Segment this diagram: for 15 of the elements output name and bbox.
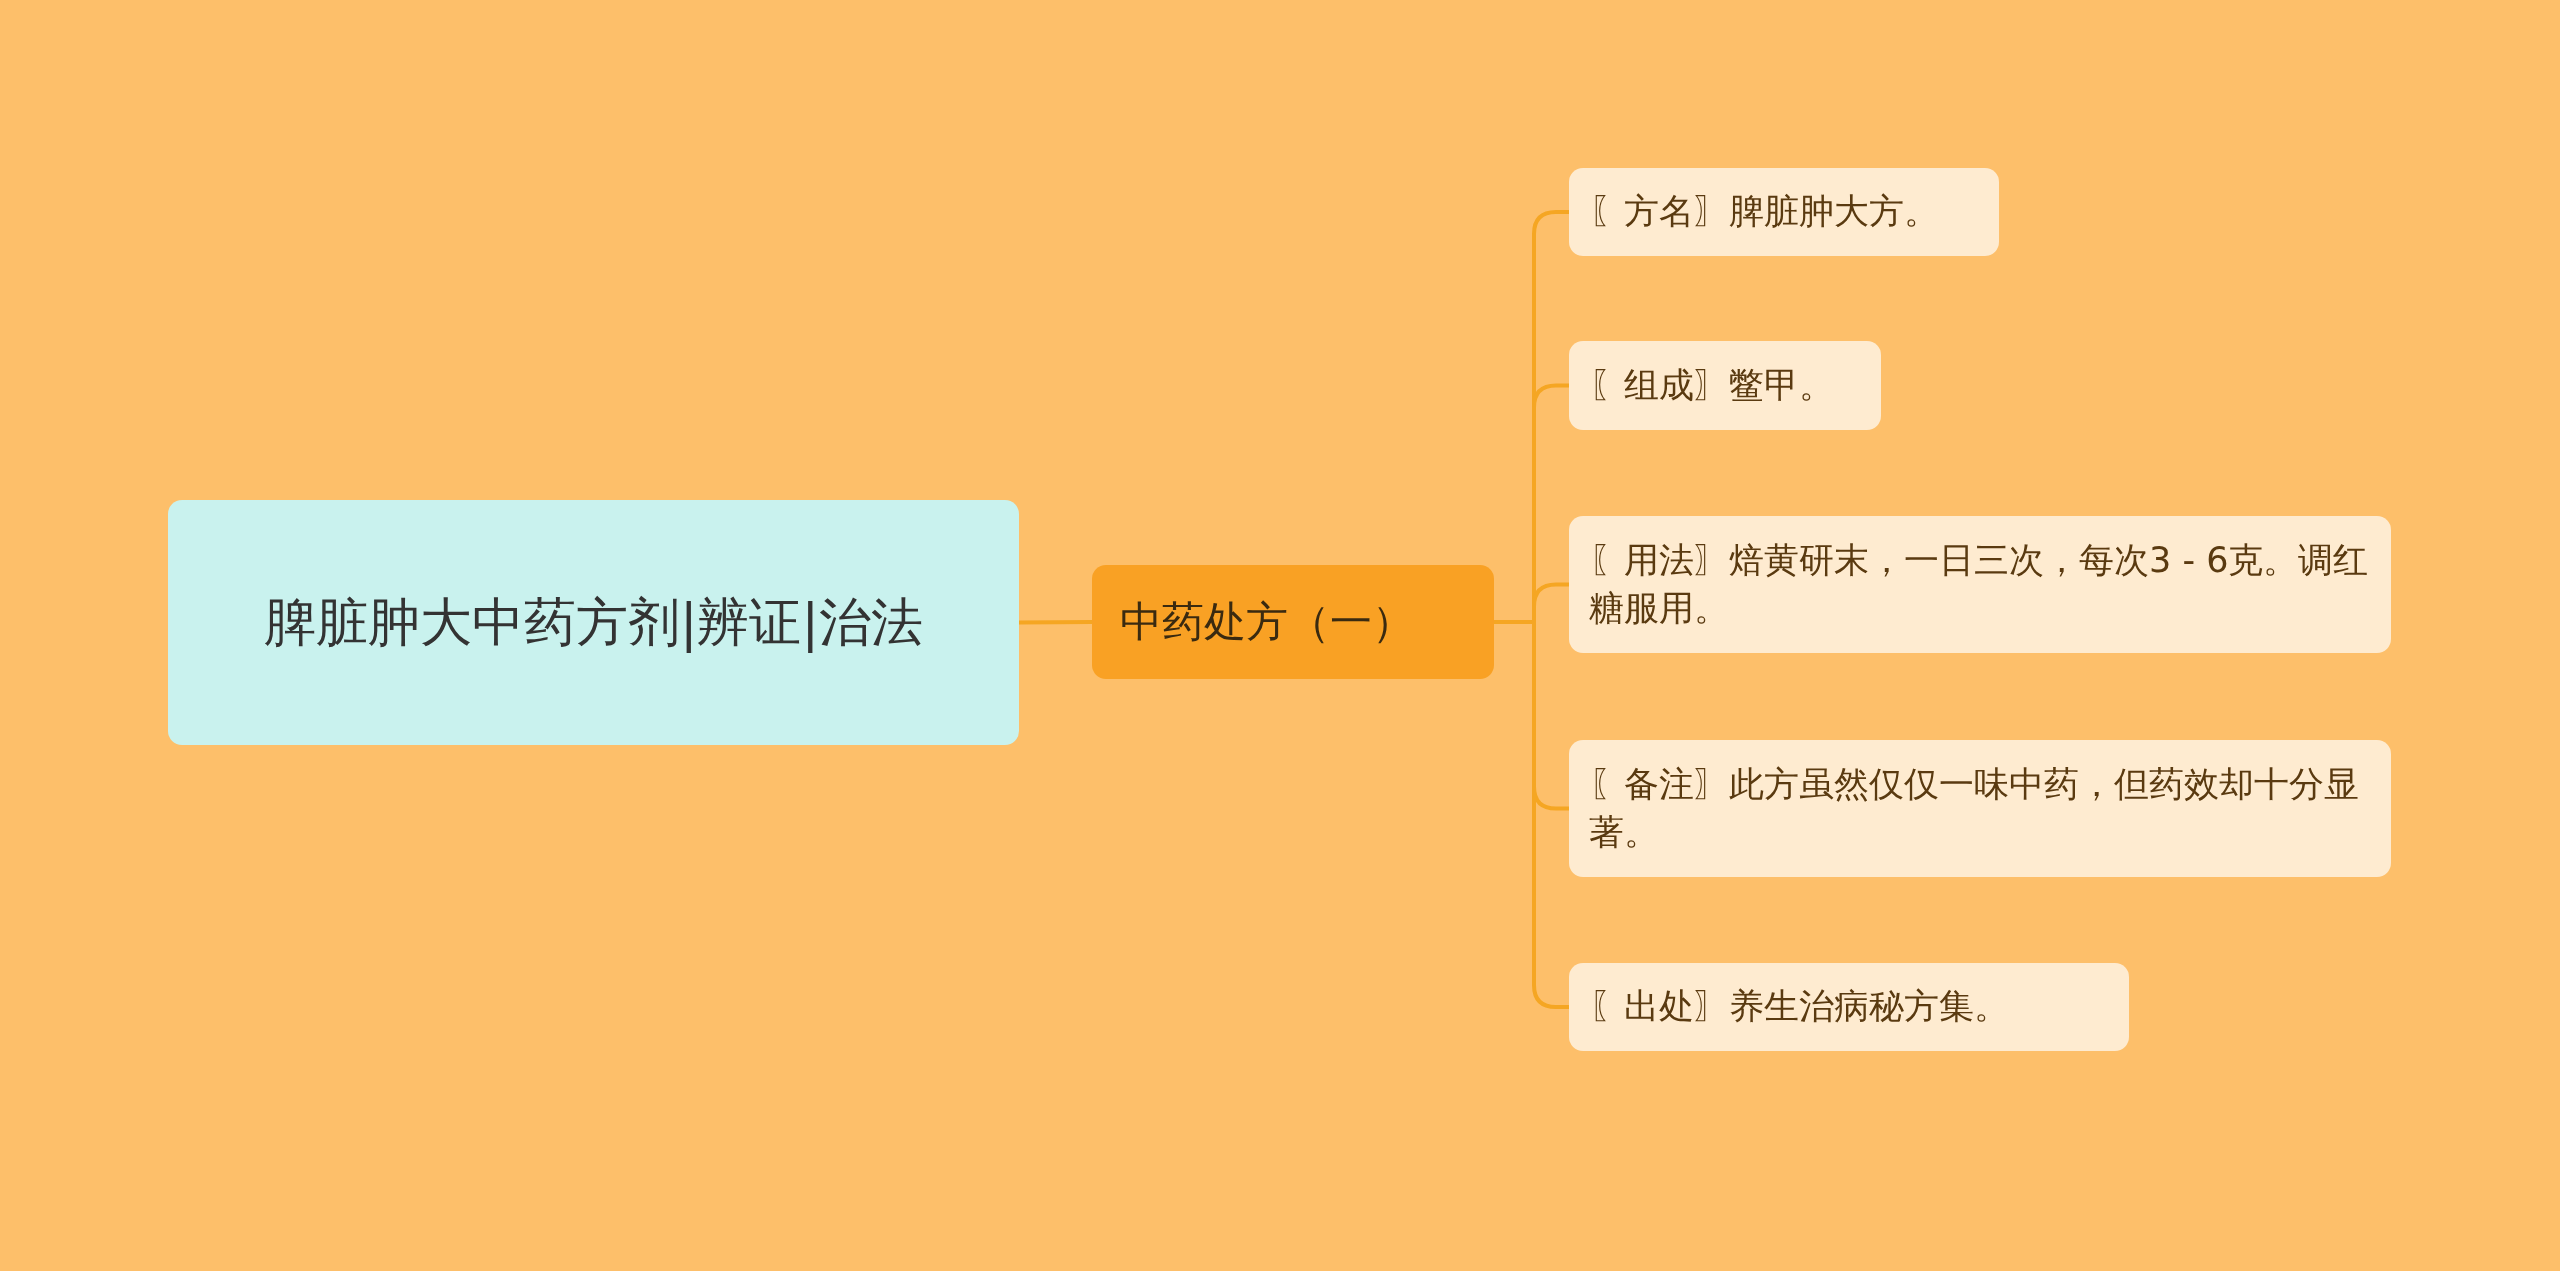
node-text: 中药处方（一） [1120, 595, 1414, 648]
node-text: 〖出处〗养生治病秘方集。 [1589, 985, 2009, 1029]
topic-box [168, 500, 1019, 745]
branch-box [1092, 565, 1494, 679]
leaf-box [1569, 341, 1881, 430]
leaf-box [1569, 963, 2129, 1051]
leaf-box [1569, 168, 1999, 256]
leaf-box [1569, 516, 2391, 653]
node-text: 〖方名〗脾脏肿大方。 [1589, 190, 1939, 234]
node-text: 〖用法〗焙黄研末，一日三次，每次3 - 6克。调红糖服用。 [1589, 539, 2370, 630]
connector-line [1019, 620, 1092, 625]
leaf-box [1569, 740, 2391, 877]
node-text: 〖备注〗此方虽然仅仅一味中药，但药效却十分显著。 [1589, 763, 2360, 854]
node-text: 〖组成〗鳖甲。 [1589, 363, 1834, 407]
node-text: 脾脏肿大中药方剂|辨证|治法 [263, 591, 923, 655]
